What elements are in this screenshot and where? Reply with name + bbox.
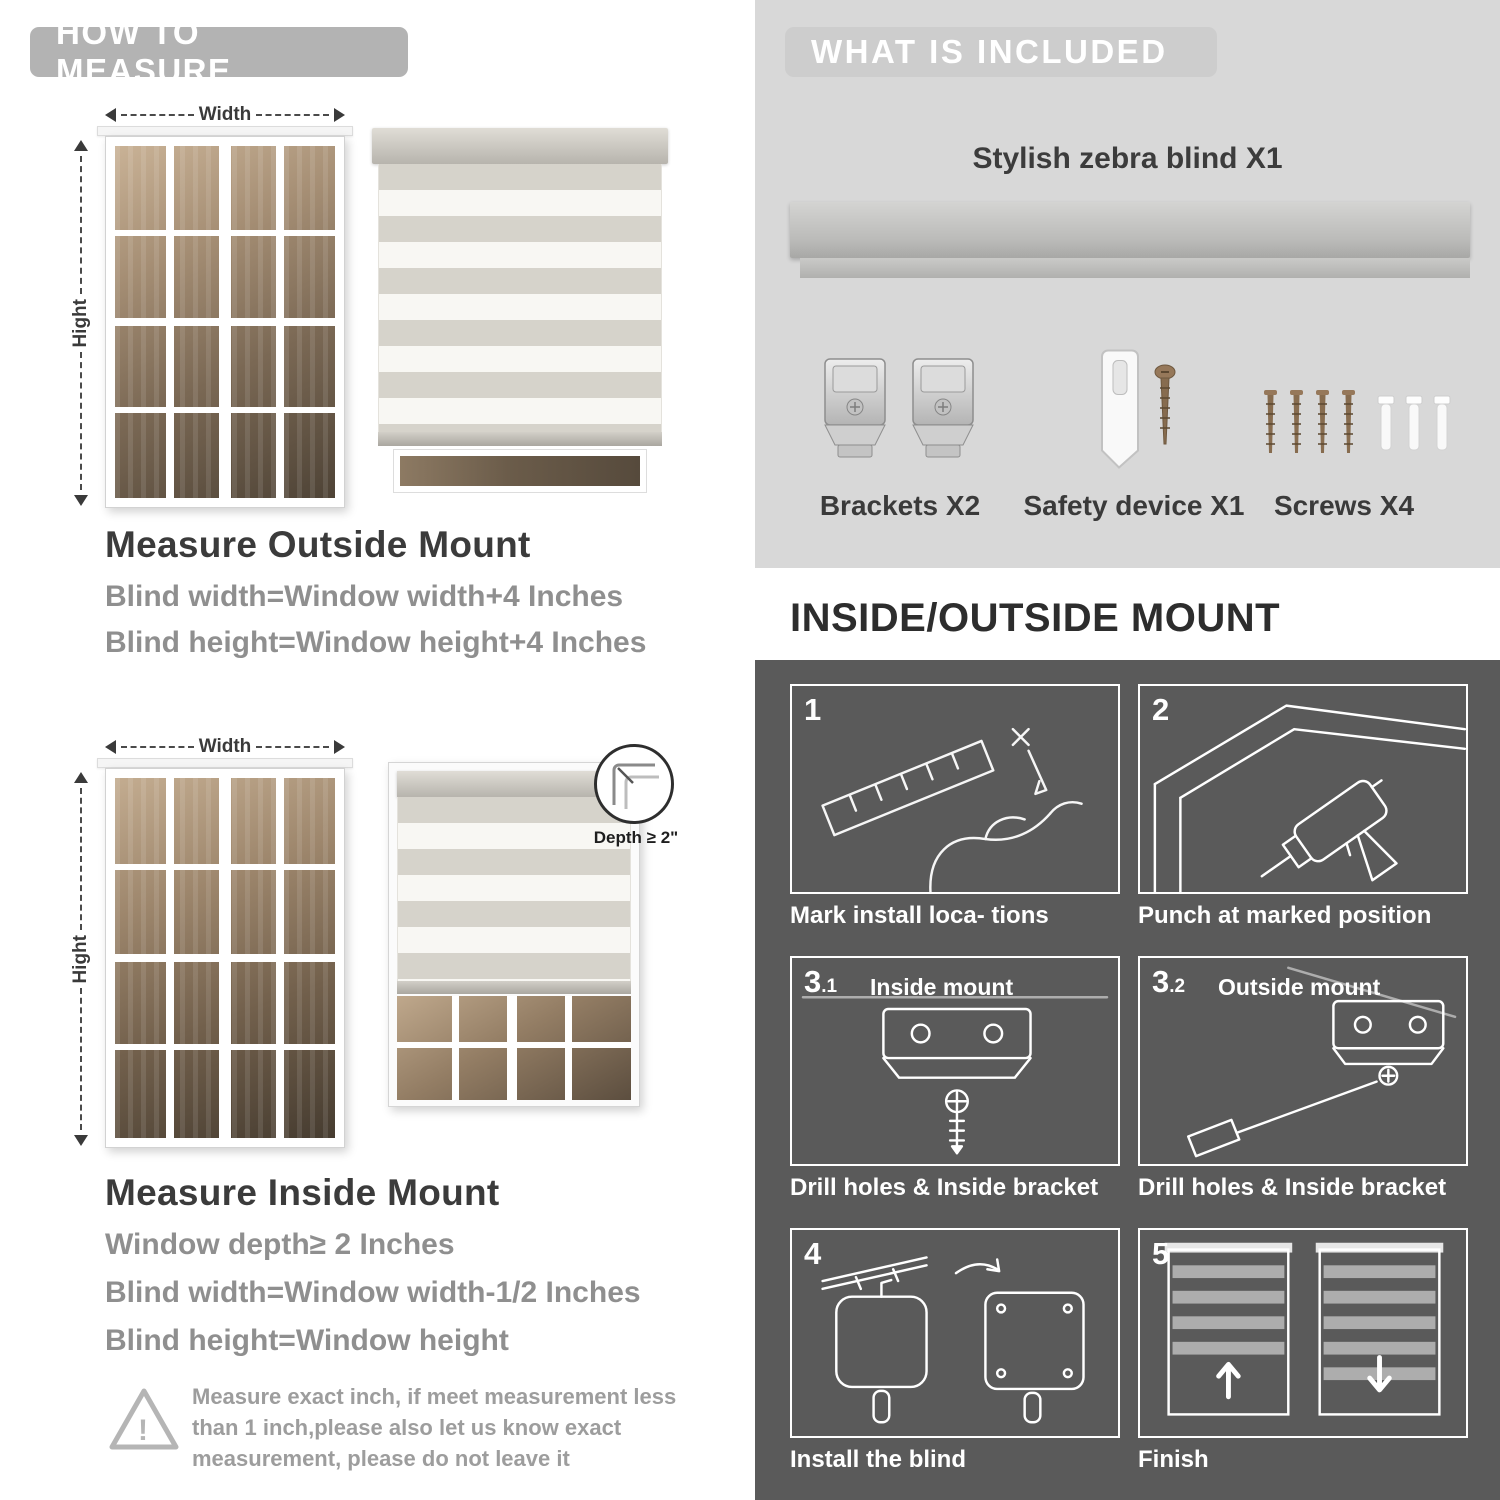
step-1-caption: Mark install loca- tions (790, 902, 1049, 929)
height-arrow-inside: Hight (70, 772, 92, 1147)
height-arrow-outside: Hight (70, 140, 92, 507)
window-lintel (97, 758, 353, 768)
inside-bracket-illustration (801, 996, 1109, 1155)
screw-icon (1154, 364, 1176, 445)
warning-triangle-icon: ! (106, 1384, 182, 1454)
step-title: Inside mount (870, 974, 1014, 1000)
install-blind-illustration (821, 1256, 1085, 1424)
step-number: 3.1 (804, 964, 838, 999)
brackets-label: Brackets X2 (819, 490, 981, 521)
screws-label: Screws X4 (1273, 490, 1415, 521)
outside-mount-line2: Blind height=Window height+4 Inches (105, 626, 647, 659)
blind-bottomrail (397, 981, 631, 994)
arrow-left-icon (105, 108, 116, 122)
inside-mount-line1: Window depth≥ 2 Inches (105, 1228, 455, 1261)
step-2-box: 2 (1138, 684, 1468, 894)
mount-steps-panel (755, 660, 1500, 1500)
blind-headrail (397, 771, 631, 797)
step-3-2-box: 3.2 Outside mount (1138, 956, 1468, 1166)
measure-note: Measure exact inch, if meet measurement … (192, 1384, 677, 1471)
arrow-up-icon (74, 140, 88, 151)
zebra-blind-headrail-front (790, 202, 1470, 258)
inside-mount-title: Measure Inside Mount (105, 1172, 500, 1213)
width-arrow-inside: Width (105, 736, 345, 758)
arrow-down-icon (74, 1135, 88, 1147)
blind-illustration-inside (388, 762, 640, 1107)
depth-callout-circle (594, 744, 674, 824)
blind-bottomrail (378, 432, 662, 446)
depth-callout-label: Depth ≥ 2" (593, 828, 679, 847)
step-3-1-caption: Drill holes & Inside bracket (790, 1174, 1099, 1201)
window-corner-depth-icon (612, 763, 659, 809)
finish-illustration (1164, 1242, 1444, 1416)
zebra-blind-label: Stylish zebra blind X1 (972, 142, 1283, 175)
step-4-caption: Install the blind (790, 1446, 967, 1473)
what-is-included-header: WHAT IS INCLUDED (785, 27, 1217, 77)
mark-locations-illustration (821, 727, 1083, 892)
window-illustration-inside (105, 768, 345, 1148)
window-glass (397, 996, 631, 1100)
step-number: 2 (1152, 692, 1170, 727)
window-glass (115, 778, 335, 1138)
step-title: Outside mount (1218, 974, 1381, 1000)
width-label: Width (198, 104, 252, 125)
window-glass (115, 146, 335, 498)
step-4-box: 4 (790, 1228, 1120, 1438)
step-2-caption: Punch at marked position (1138, 902, 1432, 929)
arrow-right-icon (334, 108, 345, 122)
width-label: Width (198, 736, 252, 757)
safety-device-label: Safety device X1 (1023, 490, 1245, 521)
window-below-blind (393, 449, 647, 493)
step-number: 4 (804, 1236, 822, 1271)
bracket-icon (912, 358, 974, 458)
window-illustration-outside (105, 136, 345, 508)
zebra-blind-headrail-bottom (800, 258, 1470, 278)
window-lintel (97, 126, 353, 136)
step-1-box: 1 (790, 684, 1120, 894)
zebra-blind-body (397, 797, 631, 981)
step-3-2-caption: Drill holes & Inside bracket (1138, 1174, 1447, 1201)
arrow-left-icon (105, 740, 116, 754)
inside-mount-line3: Blind height=Window height (105, 1324, 509, 1357)
blind-headrail (372, 128, 668, 164)
zebra-blind-body (378, 164, 662, 432)
outside-mount-line1: Blind width=Window width+4 Inches (105, 580, 624, 613)
inside-mount-line2: Blind width=Window width-1/2 Inches (105, 1276, 641, 1309)
mount-section-header: INSIDE/OUTSIDE MOUNT (790, 596, 1281, 640)
step-3-1-box: 3.1 Inside mount (790, 956, 1120, 1166)
arrow-down-icon (74, 495, 88, 507)
blind-illustration-outside (372, 128, 668, 493)
screws-and-anchors-icon (1264, 390, 1451, 453)
warning-exclamation: ! (138, 1414, 148, 1447)
width-arrow-outside: Width (105, 104, 345, 126)
what-is-included-panel (755, 0, 1500, 568)
step-number: 3.2 (1152, 964, 1186, 999)
drill-illustration (1153, 704, 1466, 892)
arrow-right-icon (334, 740, 345, 754)
bracket-icon (824, 358, 886, 458)
step-5-box: 5 (1138, 1228, 1468, 1438)
step-number: 5 (1152, 1236, 1170, 1271)
step-number: 1 (804, 692, 822, 727)
safety-device-icon (1101, 349, 1139, 469)
outside-bracket-illustration (1187, 966, 1457, 1158)
arrow-up-icon (74, 772, 88, 783)
height-label: Hight (70, 298, 91, 348)
height-label: Hight (70, 934, 91, 984)
step-5-caption: Finish (1138, 1446, 1209, 1473)
how-to-measure-header: HOW TO MEASURE (30, 14, 408, 89)
outside-mount-title: Measure Outside Mount (105, 524, 531, 565)
